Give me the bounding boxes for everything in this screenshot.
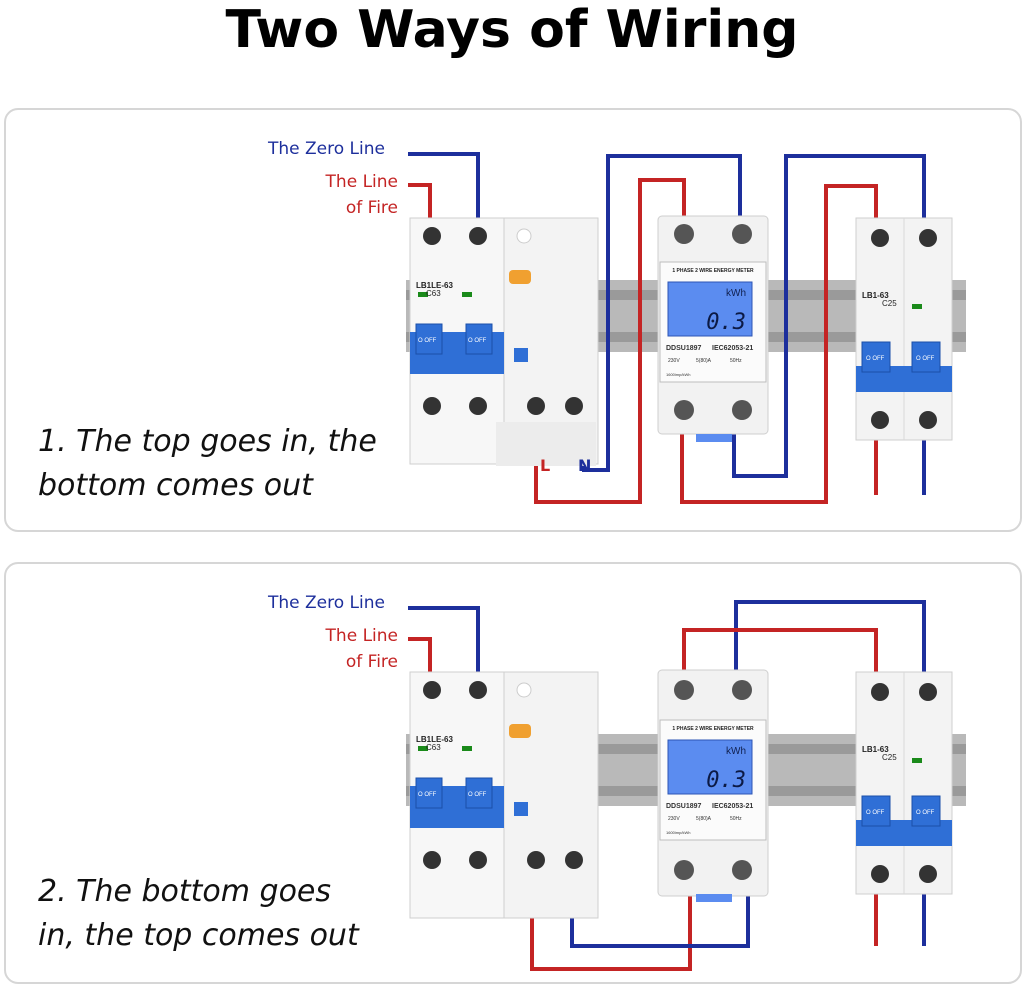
fire-line-label-line1: The Line bbox=[325, 626, 398, 646]
rcbo-rating-label: C63 bbox=[426, 289, 441, 298]
meter-unit: kWh bbox=[726, 288, 746, 299]
meter-voltage: 230V bbox=[668, 816, 680, 822]
rcbo-breaker bbox=[409, 671, 599, 919]
mcb-breaker bbox=[855, 217, 953, 441]
rcbo-model-label: LB1LE-63 bbox=[416, 281, 453, 290]
mcb-model-label: LB1-63 bbox=[862, 291, 889, 300]
rcbo-model-label: LB1LE-63 bbox=[416, 735, 453, 744]
zero-line-wire bbox=[408, 606, 480, 676]
rcbo-switch-text-right: O OFF bbox=[468, 338, 487, 344]
meter-frequency: 50Hz bbox=[730, 816, 742, 822]
rcbo-breaker bbox=[409, 217, 599, 466]
meter-frequency: 50Hz bbox=[730, 358, 742, 364]
mcb-switch-text-left: O OFF bbox=[866, 356, 885, 362]
caption-2: 2. The bottom goes in, the top comes out bbox=[38, 870, 359, 958]
meter-unit: kWh bbox=[726, 746, 746, 757]
page-title: Two Ways of Wiring bbox=[225, 0, 799, 60]
caption-1-line-1: 1. The top goes in, the bbox=[38, 424, 377, 459]
caption-2-line-2: in, the top comes out bbox=[38, 918, 359, 953]
mcb-switch-text-right: O OFF bbox=[916, 356, 935, 362]
wiring-diagram-2: LB1LE-63 C63 O OFF O OFF 1 PHASE 2 WIRE … bbox=[406, 600, 966, 971]
wiring-diagram-1: LB1LE-63 C63 O OFF O OFF 1 PHASE 2 WIRE … bbox=[406, 152, 966, 504]
meter-model: DDSU1897 bbox=[666, 345, 702, 352]
fire-line-wire bbox=[408, 183, 432, 222]
rcbo-rating-label: C63 bbox=[426, 743, 441, 752]
energy-meter bbox=[657, 669, 769, 902]
meter-standard: IEC62053-21 bbox=[712, 345, 753, 352]
mcb-model-label: LB1-63 bbox=[862, 745, 889, 754]
fire-wire-rcbo-to-meter bbox=[530, 874, 692, 971]
terminal-l-label: L bbox=[540, 456, 550, 475]
fire-line-label-line2: of Fire bbox=[345, 198, 398, 218]
meter-current: 5(80)A bbox=[696, 816, 712, 822]
meter-header: 1 PHASE 2 WIRE ENERGY METER bbox=[672, 268, 754, 274]
rcbo-switch-text-right: O OFF bbox=[468, 792, 487, 798]
fire-line-wire bbox=[408, 637, 432, 676]
meter-reading: 0.3 bbox=[706, 768, 746, 793]
zero-line-label: The Zero Line bbox=[268, 139, 385, 159]
rcbo-switch-text-left: O OFF bbox=[418, 792, 437, 798]
meter-header: 1 PHASE 2 WIRE ENERGY METER bbox=[672, 726, 754, 732]
mcb-switch-text-left: O OFF bbox=[866, 810, 885, 816]
wiring-panel-2: LB1LE-63 C63 O OFF O OFF 1 PHASE 2 WIRE … bbox=[4, 562, 1022, 984]
wiring-panel-1: LB1LE-63 C63 O OFF O OFF 1 PHASE 2 WIRE … bbox=[4, 108, 1022, 532]
terminal-n-label: N bbox=[578, 456, 591, 475]
caption-1-line-2: bottom comes out bbox=[38, 468, 313, 503]
fire-wire-meter-to-mcb bbox=[680, 184, 878, 504]
fire-wire-meter-to-mcb bbox=[682, 628, 878, 676]
meter-current: 5(80)A bbox=[696, 358, 712, 364]
fire-wire-rcbo-to-meter bbox=[534, 178, 686, 504]
mcb-rating-label: C25 bbox=[882, 753, 897, 762]
meter-reading: 0.3 bbox=[706, 310, 746, 335]
meter-standard: IEC62053-21 bbox=[712, 803, 753, 810]
meter-model: DDSU1897 bbox=[666, 803, 702, 810]
mcb-breaker bbox=[855, 671, 953, 895]
zero-line-wire bbox=[408, 152, 480, 222]
meter-imp: 1600imp/kWh bbox=[666, 372, 690, 377]
fire-line-label-line1: The Line bbox=[325, 172, 398, 192]
zero-line-label: The Zero Line bbox=[268, 593, 385, 613]
mcb-rating-label: C25 bbox=[882, 299, 897, 308]
caption-2-line-1: 2. The bottom goes bbox=[38, 874, 332, 909]
caption-1: 1. The top goes in, the bottom comes out bbox=[38, 420, 377, 508]
meter-imp: 1600imp/kWh bbox=[666, 830, 690, 835]
rcbo-switch-text-left: O OFF bbox=[418, 338, 437, 344]
meter-voltage: 230V bbox=[668, 358, 680, 364]
fire-line-label-line2: of Fire bbox=[345, 652, 398, 672]
mcb-switch-text-right: O OFF bbox=[916, 810, 935, 816]
energy-meter bbox=[657, 215, 769, 442]
zero-wire-meter-to-mcb bbox=[732, 154, 926, 478]
zero-wire-meter-to-mcb bbox=[734, 600, 926, 676]
